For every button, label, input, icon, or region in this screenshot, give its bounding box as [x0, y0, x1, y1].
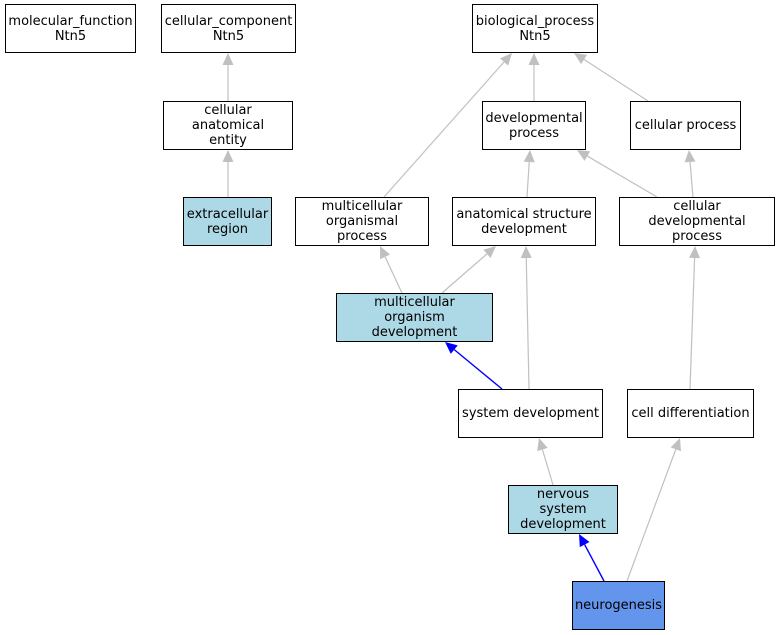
node-multicellular-organism-development[interactable]: multicellular organism development	[336, 293, 493, 342]
node-cellular-anatomical-entity[interactable]: cellular anatomical entity	[163, 101, 293, 150]
edge-sd-to-asd	[525, 257, 530, 390]
node-label: cellular process	[634, 118, 737, 133]
node-label: cellular developmental process	[648, 199, 746, 244]
edge-ng-to-nsd	[584, 544, 605, 582]
edge-cd-to-cdp	[689, 257, 696, 390]
node-developmental-process[interactable]: developmental process	[482, 101, 586, 150]
arrowhead-asd-to-dev	[523, 150, 535, 163]
node-cell-differentiation[interactable]: cell differentiation	[627, 389, 754, 438]
arrowhead-cp-to-bp	[574, 53, 588, 65]
arrowhead-nsd-to-sd	[537, 438, 548, 452]
arrowhead-sd-to-mod	[445, 342, 458, 354]
node-system-development[interactable]: system development	[458, 389, 603, 438]
arrowhead-mod-to-asd	[483, 246, 496, 259]
edge-nsd-to-sd	[541, 449, 554, 486]
node-label: multicellular organismal process	[321, 199, 403, 244]
edge-cp-to-bp	[583, 59, 649, 102]
node-label: extracellular region	[186, 206, 269, 237]
node-label: multicellular organism development	[371, 295, 458, 340]
node-label: system development	[462, 406, 599, 421]
arrowhead-mod-to-mop	[380, 246, 391, 260]
node-multicellular-organismal-process[interactable]: multicellular organismal process	[295, 197, 429, 246]
node-neurogenesis[interactable]: neurogenesis	[572, 581, 665, 630]
node-molecular-function[interactable]: molecular_function Ntn5	[5, 4, 136, 53]
node-label: neurogenesis	[574, 598, 663, 613]
arrowhead-sd-to-asd	[520, 246, 532, 259]
edge-mop-to-bp	[383, 61, 505, 198]
arrowhead-mop-to-bp	[499, 53, 512, 66]
arrowhead-cd-to-cdp	[689, 246, 701, 259]
node-label: biological_process Ntn5	[475, 13, 595, 44]
arrowhead-cdp-to-cp	[684, 150, 696, 163]
node-extracellular-region[interactable]: extracellular region	[183, 197, 272, 246]
node-label: cell differentiation	[631, 406, 750, 421]
arrowhead-ng-to-nsd	[579, 534, 590, 548]
edge-asd-to-dev	[526, 161, 530, 198]
node-nervous-system-development[interactable]: nervous system development	[508, 485, 618, 534]
node-biological-process[interactable]: biological_process Ntn5	[472, 4, 598, 53]
node-label: cellular_component Ntn5	[164, 13, 293, 44]
node-label: developmental process	[485, 110, 583, 141]
node-anatomical-structure-development[interactable]: anatomical structure development	[452, 197, 596, 246]
node-label: nervous system development	[520, 487, 606, 532]
node-cellular-developmental-process[interactable]: cellular developmental process	[619, 197, 775, 246]
edge-mod-to-mop	[384, 256, 403, 294]
arrowhead-ng-to-cd	[670, 438, 681, 452]
node-label: cellular anatomical entity	[191, 103, 265, 148]
arrowhead-dev-to-bp	[528, 53, 540, 65]
edge-mod-to-asd	[441, 253, 488, 294]
edge-cdp-to-dev	[587, 155, 658, 198]
node-cellular-component[interactable]: cellular_component Ntn5	[161, 4, 296, 53]
node-label: anatomical structure development	[456, 206, 592, 237]
edge-ng-to-cd	[626, 449, 677, 582]
node-cellular-process[interactable]: cellular process	[630, 101, 741, 150]
edge-cdp-to-cp	[689, 161, 694, 198]
arrowhead-cae-to-cc	[222, 53, 234, 65]
node-label: molecular_function Ntn5	[8, 13, 133, 44]
arrowhead-ecr-to-cae	[222, 150, 234, 162]
arrowhead-cdp-to-dev	[577, 150, 591, 161]
edge-sd-to-mod	[453, 349, 503, 390]
